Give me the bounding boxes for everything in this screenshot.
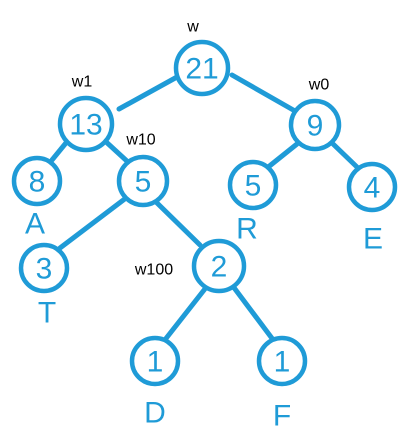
node-a: 8 (11, 155, 63, 207)
leaf-letter-d: D (144, 397, 166, 430)
node-a-circle (11, 155, 63, 207)
node-r-value: 5 (245, 170, 262, 203)
node-mid-value: 5 (135, 166, 152, 199)
node-r-circle (227, 159, 279, 211)
node-t-circle (18, 242, 70, 294)
node-e-value: 4 (364, 172, 381, 205)
weight-label-deep: w100 (134, 262, 173, 279)
weight-label-root: w (186, 19, 199, 36)
edge-right-r (264, 141, 300, 171)
edge-deep-d (161, 282, 211, 344)
node-t: 3 (18, 242, 70, 294)
node-left: 13 (57, 95, 115, 153)
leaf-letter-f: F (273, 400, 291, 433)
node-mid-circle (116, 154, 170, 208)
edge-mid-deep (152, 198, 203, 248)
leaf-letter-r: R (236, 213, 258, 246)
node-f: 1 (256, 335, 308, 387)
leaf-letter-a: A (25, 208, 45, 241)
leaf-letter-e: E (363, 223, 383, 256)
node-right: 9 (288, 98, 342, 152)
node-e-circle (346, 161, 398, 213)
node-f-value: 1 (274, 346, 291, 379)
node-right-value: 9 (307, 110, 324, 143)
edge-root-right (229, 72, 298, 114)
node-mid: 5 (116, 154, 170, 208)
weight-label-left: w1 (71, 74, 93, 91)
node-d: 1 (129, 335, 181, 387)
weight-label-right: w0 (308, 77, 330, 94)
node-e: 4 (346, 161, 398, 213)
node-deep-circle (191, 238, 247, 294)
node-f-circle (256, 335, 308, 387)
edge-deep-f (229, 282, 277, 344)
edge-right-e (328, 139, 361, 171)
weight-label-mid: w10 (125, 132, 155, 149)
node-a-value: 8 (29, 166, 46, 199)
node-left-circle (57, 95, 115, 153)
node-deep: 2 (191, 238, 247, 294)
node-d-circle (129, 335, 181, 387)
leaf-letter-t: T (38, 297, 56, 330)
edge-left-mid (101, 137, 131, 165)
edge-root-left (116, 74, 180, 112)
node-t-value: 3 (36, 253, 53, 286)
node-root-circle (173, 39, 231, 97)
node-d-value: 1 (147, 346, 164, 379)
edge-mid-t (57, 195, 129, 251)
node-root: 21 (173, 39, 231, 97)
node-r: 5 (227, 159, 279, 211)
node-left-value: 13 (69, 109, 102, 142)
node-root-value: 21 (185, 53, 218, 86)
node-right-circle (288, 98, 342, 152)
node-deep-value: 2 (211, 251, 228, 284)
